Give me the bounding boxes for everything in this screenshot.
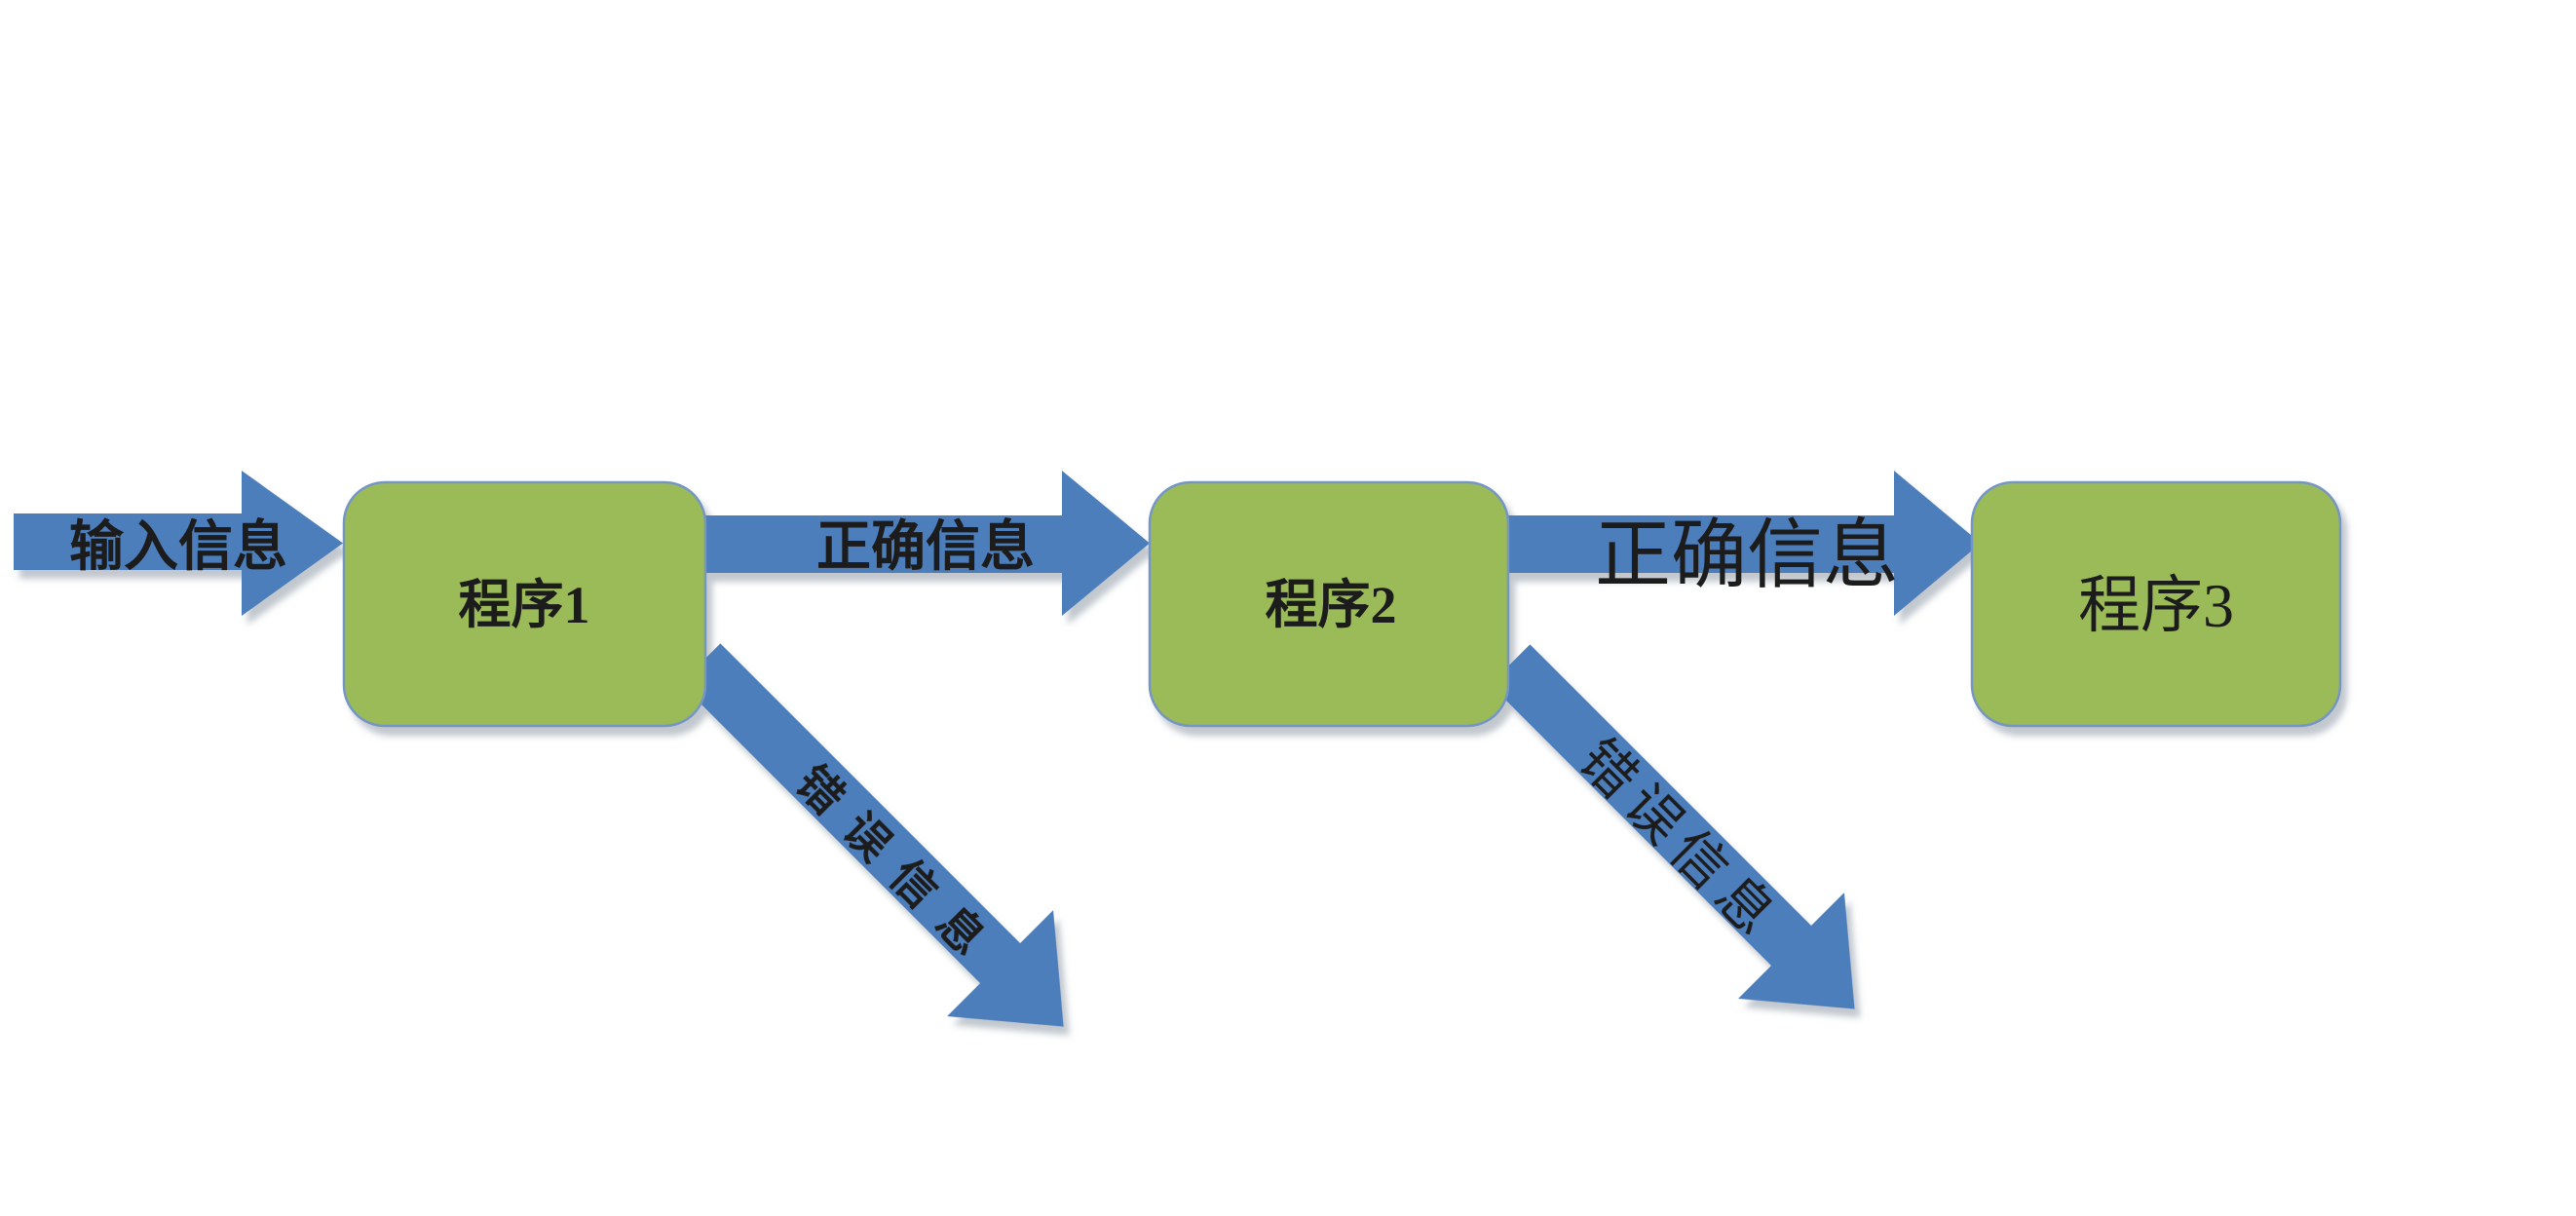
- input-arrow-label: 输入信息: [69, 517, 287, 578]
- input-arrow: [14, 471, 343, 616]
- correct-info-label-2: 正确信息: [1594, 513, 1900, 597]
- box-program-3-label: 程序3: [2078, 571, 2234, 640]
- error-arrow-2: [1490, 644, 1855, 1009]
- box-program-2-label: 程序2: [1265, 576, 1397, 634]
- correct-arrow-1: [703, 471, 1150, 616]
- box-program-3: [1970, 480, 2342, 728]
- correct-arrow-2: [1506, 471, 1981, 616]
- error-arrow-1: [680, 643, 1064, 1027]
- box-program-1: [342, 480, 707, 728]
- box-program-1-label: 程序1: [458, 576, 590, 634]
- correct-info-label-1: 正确信息: [816, 517, 1035, 578]
- box-program-2: [1148, 480, 1510, 728]
- shapes-group: [14, 471, 2342, 1027]
